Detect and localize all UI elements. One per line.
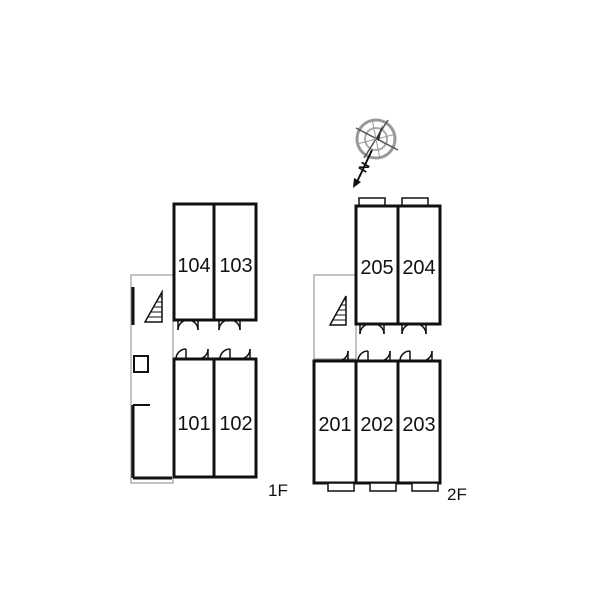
doors-1f-lower — [175, 348, 251, 360]
doors-1f-upper — [177, 319, 241, 331]
doors-2f-upper — [359, 323, 427, 335]
room-101: 101 — [172, 357, 216, 479]
corridor-1f-walls — [131, 287, 172, 480]
room-201-label: 201 — [318, 414, 351, 436]
room-205-label: 205 — [360, 257, 393, 279]
room-204-label: 204 — [402, 257, 435, 279]
room-104: 104 — [172, 202, 216, 322]
floor-1f: 104 103 101 102 1F — [130, 202, 288, 500]
room-203: 203 — [396, 359, 442, 485]
room-202-label: 202 — [360, 414, 393, 436]
room-103: 103 — [212, 202, 258, 322]
room-101-label: 101 — [177, 413, 210, 435]
staircase-1f — [143, 289, 163, 323]
room-102: 102 — [212, 357, 258, 479]
north-arrow — [355, 149, 373, 185]
staircase-2f — [328, 295, 347, 326]
doors-2f-lower — [337, 350, 433, 362]
floor-label-2f: 2F — [447, 485, 467, 504]
room-205: 205 — [354, 204, 400, 326]
utility-box-1f — [133, 355, 149, 373]
room-202: 202 — [354, 359, 400, 485]
room-102-label: 102 — [219, 413, 252, 435]
corridor-1f — [130, 274, 174, 484]
room-204: 204 — [396, 204, 442, 326]
room-201: 201 — [312, 359, 358, 485]
north-letter: N — [355, 159, 373, 175]
floor-label-1f: 1F — [268, 481, 288, 500]
compass-rose-icon: N — [353, 118, 399, 188]
room-104-label: 104 — [177, 255, 210, 277]
balconies-2f-bottom — [327, 482, 439, 492]
floor-2f: 205 204 201 202 203 — [312, 197, 467, 504]
room-203-label: 203 — [402, 414, 435, 436]
room-103-label: 103 — [219, 255, 252, 277]
